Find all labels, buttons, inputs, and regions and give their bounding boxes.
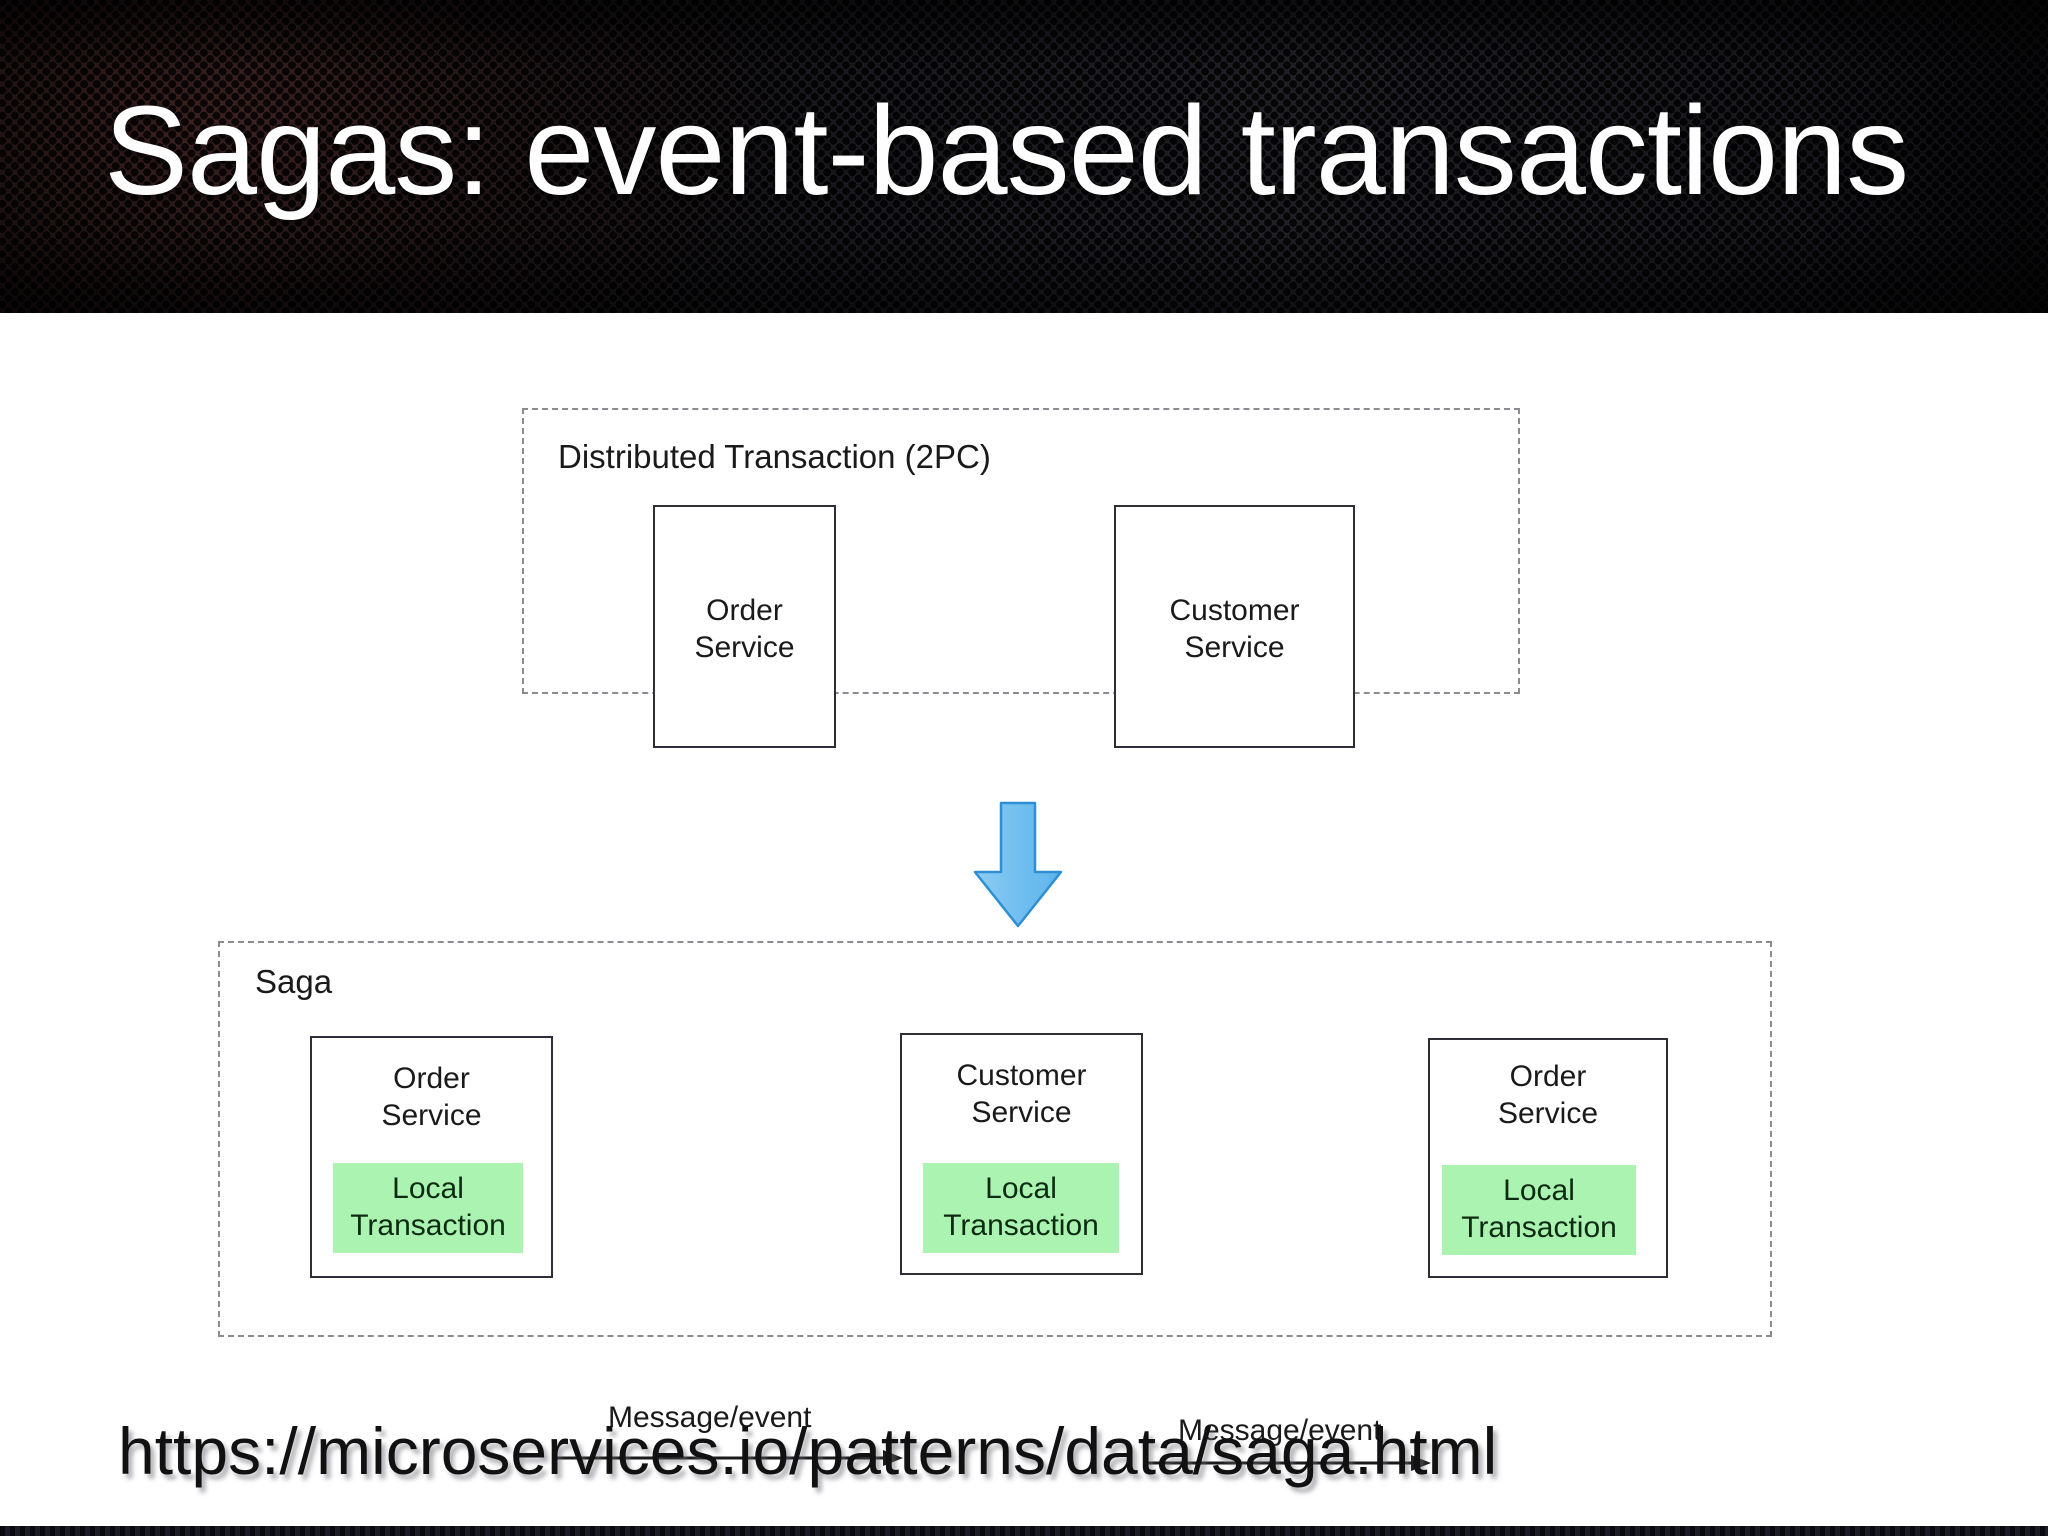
slide-header-band: Sagas: event-based transactions: [0, 0, 2048, 313]
distributed-transaction-label: Distributed Transaction (2PC): [558, 438, 991, 475]
local-transaction-badge: Local Transaction: [923, 1163, 1119, 1253]
service-name-label: Order Service: [381, 1062, 482, 1132]
saga-pattern-diagram: Distributed Transaction (2PC) Order Serv…: [0, 313, 2048, 1536]
service-box-order-2pc: Order Service: [653, 505, 836, 748]
service-box-order-saga-1: Order Service Local Transaction: [310, 1036, 553, 1278]
local-transaction-badge: Local Transaction: [333, 1163, 523, 1253]
service-box-customer-saga: Customer Service Local Transaction: [900, 1033, 1143, 1275]
next-slide-edge-strip: [0, 1526, 2048, 1536]
distributed-transaction-group: [522, 408, 1520, 694]
service-box-order-saga-2: Order Service Local Transaction: [1428, 1038, 1668, 1278]
saga-group: [218, 941, 1772, 1337]
slide-title: Sagas: event-based transactions: [104, 80, 1909, 221]
saga-label: Saga: [255, 963, 333, 1000]
source-url-caption[interactable]: https://microservices.io/patterns/data/s…: [118, 1414, 1498, 1488]
message-event-label-2: Message/event: [1178, 1414, 1382, 1447]
message-flow-arrow-2: [1143, 1455, 1431, 1471]
service-name-label: Customer Service: [1169, 594, 1300, 664]
service-name-label: Order Service: [694, 594, 795, 664]
service-box-customer-2pc: Customer Service: [1114, 505, 1355, 748]
message-flow-arrow-1: [553, 1450, 903, 1466]
service-name-label: Customer Service: [956, 1059, 1087, 1129]
down-arrow-icon: [973, 801, 1063, 928]
local-transaction-badge: Local Transaction: [1442, 1165, 1636, 1255]
message-event-label-1: Message/event: [608, 1401, 812, 1434]
service-name-label: Order Service: [1497, 1060, 1599, 1130]
